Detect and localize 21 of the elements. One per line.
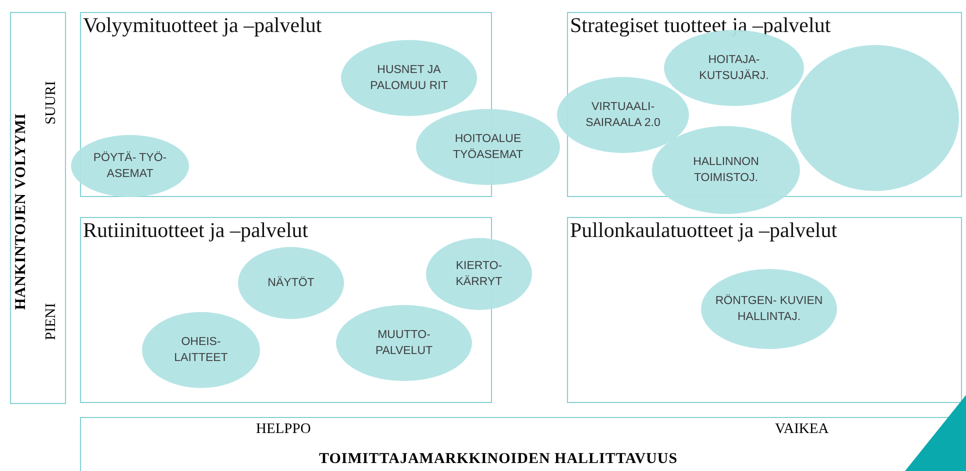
axis-title: TOIMITTAJAMARKKINOIDEN HALLITTAVUUS (319, 451, 678, 468)
axis-end-label: HELPPO (256, 421, 311, 438)
axis-box (10, 12, 66, 404)
quadrant-title: Pullonkaulatuotteet ja –palvelut (570, 218, 838, 243)
quadrant-title: Rutiinituotteet ja –palvelut (83, 218, 308, 243)
ellipse-bubble: HUSNET JA PALOMUU RIT (341, 40, 477, 116)
axis-end-label: SUURI (43, 81, 60, 125)
ellipse-bubble: VIRTUAALI- SAIRAALA 2.0 (557, 77, 689, 153)
ellipse-bubble: OHEIS- LAITTEET (142, 312, 260, 388)
ellipse-bubble: HALLINNON TOIMISTOJ. (652, 126, 800, 214)
ellipse-bubble: NÄYTÖT (238, 247, 344, 319)
ellipse-bubble: PÖYTÄ- TYÖ- ASEMAT (71, 135, 189, 197)
ellipse-bubble: MUUTTO- PALVELUT (336, 305, 472, 381)
quadrant-box (567, 217, 962, 403)
axis-end-label: PIENI (43, 303, 60, 340)
axis-title: HANKINTOJEN VOLYYMI (13, 113, 30, 310)
axis-end-label: VAIKEA (775, 421, 829, 438)
ellipse-bubble: KIERTO- KÄRRYT (426, 238, 532, 310)
ellipse-bubble: RÖNTGEN- KUVIEN HALLINTAJ. (701, 269, 837, 349)
ellipse-bubble: HOITOALUE TYÖASEMAT (416, 109, 560, 185)
quadrant-title: Volyymituotteet ja –palvelut (83, 13, 322, 38)
